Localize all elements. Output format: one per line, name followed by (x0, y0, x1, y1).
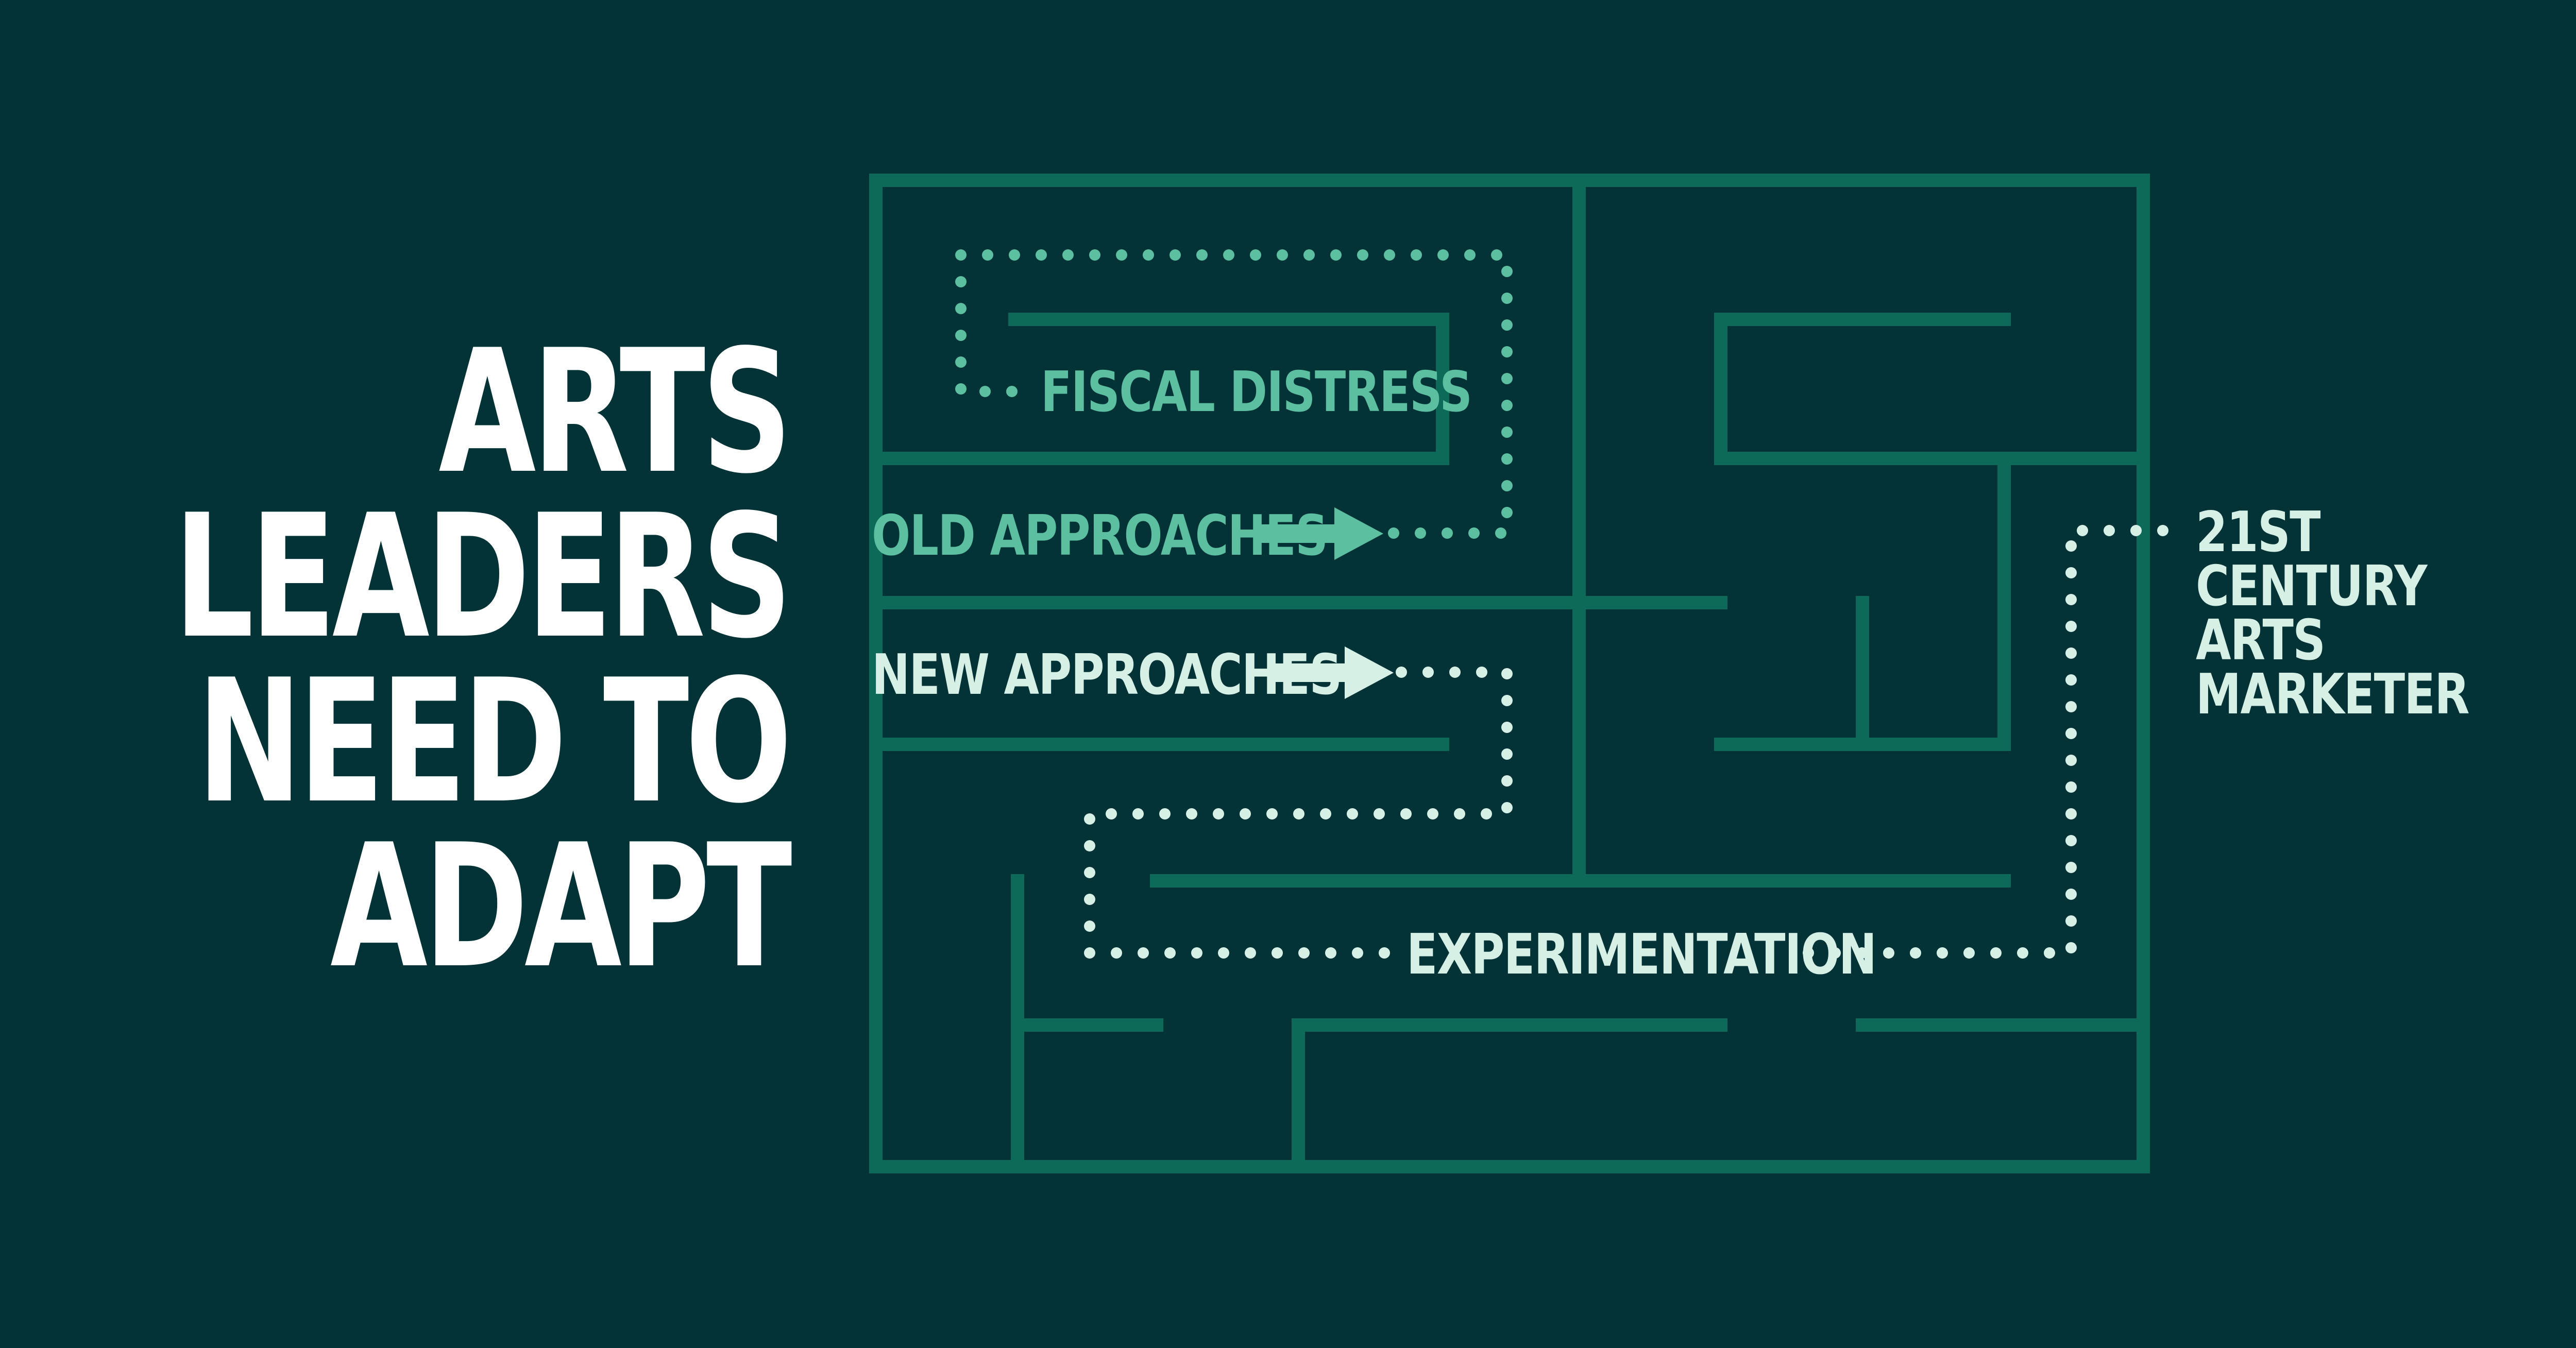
marketer-label: 21ST CENTURY ARTS MARKETER (2196, 500, 2470, 727)
headline-line-1: ARTS (438, 313, 792, 511)
fiscal-distress-label: FISCAL DISTRESS (1041, 360, 1471, 424)
old-approaches-label: OLD APPROACHES (872, 503, 1327, 568)
marketer-label-line-1: 21ST (2196, 500, 2320, 565)
new-approaches-label: NEW APPROACHES (872, 642, 1341, 707)
old-approaches-arrow (1257, 507, 1383, 560)
marketer-label-line-2: CENTURY (2196, 554, 2428, 619)
maze-walls (869, 174, 2150, 1173)
marketer-label-line-3: ARTS (2196, 608, 2325, 673)
headline-line-4: ADAPT (330, 808, 792, 1005)
headline-line-3: NEED TO (196, 643, 792, 841)
headline: ARTS LEADERS NEED TO ADAPT (173, 313, 792, 1005)
marketer-label-line-4: MARKETER (2196, 662, 2469, 727)
experimentation-path (1803, 525, 2175, 959)
new-approaches-path (1084, 667, 1513, 959)
new-approaches-arrow (1267, 646, 1394, 699)
headline-line-2: LEADERS (173, 478, 792, 676)
experimentation-label: EXPERIMENTATION (1406, 922, 1876, 987)
old-approaches-path (955, 249, 1513, 539)
